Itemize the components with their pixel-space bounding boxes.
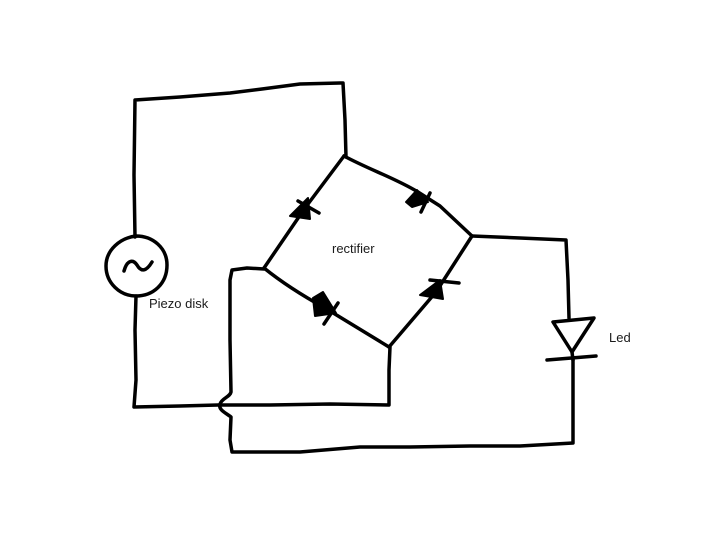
diode-lower-right-icon — [419, 278, 461, 300]
piezo-source-icon — [104, 234, 169, 298]
led-icon — [545, 316, 598, 362]
diode-lower-left-icon — [312, 291, 340, 326]
wire-bridge-to-led — [470, 234, 571, 320]
wire-piezo-to-bridge-top — [132, 81, 348, 239]
diode-upper-left-icon — [289, 197, 321, 220]
wire-led-return — [217, 266, 575, 454]
piezo-disk-label: Piezo disk — [149, 296, 209, 311]
wire-piezo-to-bridge-bottom — [132, 294, 392, 409]
rectifier-label: rectifier — [332, 241, 375, 256]
diode-upper-right-icon — [405, 189, 432, 214]
led-label: Led — [609, 330, 631, 345]
